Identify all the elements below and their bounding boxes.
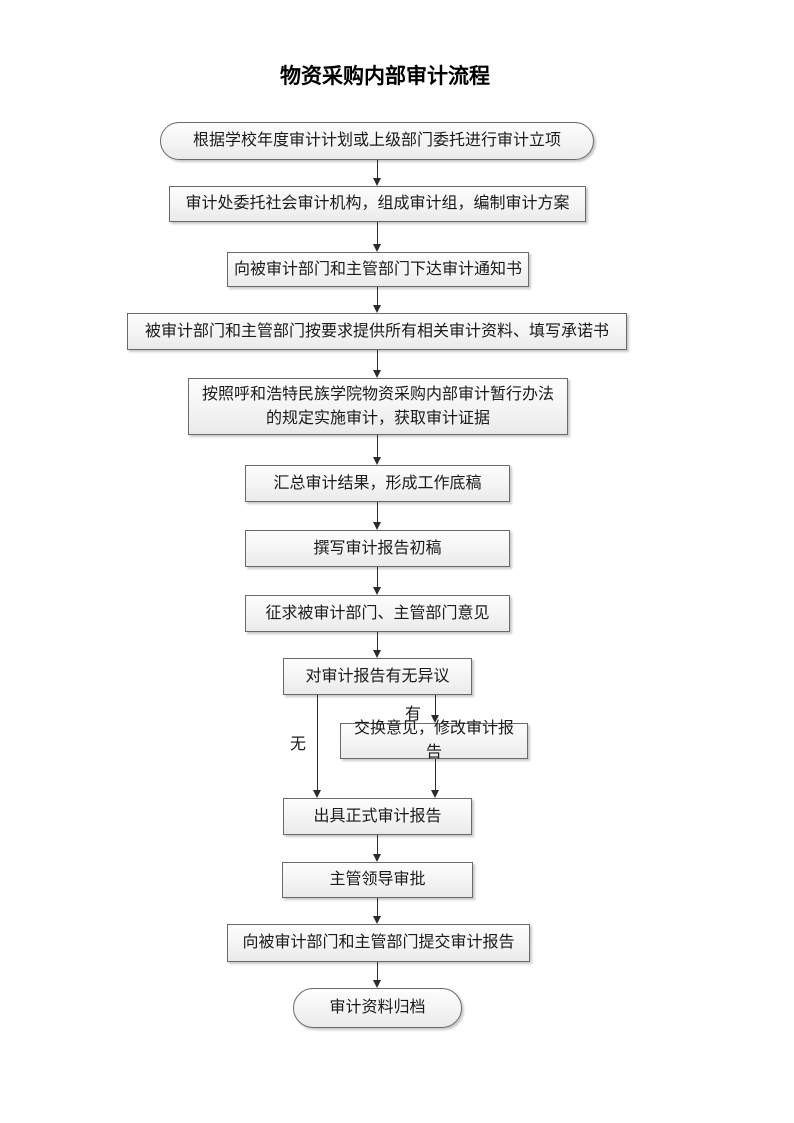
process-implement-audit-node: 按照呼和浩特民族学院物资采购内部审计暂行办法的规定实施审计，获取审计证据 bbox=[188, 378, 568, 435]
process-final-report-node: 出具正式审计报告 bbox=[283, 798, 472, 835]
branch-yes-line-2 bbox=[435, 759, 436, 790]
arrow-down-icon bbox=[431, 715, 439, 723]
process-leader-approval-node: 主管领导审批 bbox=[282, 862, 473, 898]
arrow-down-icon bbox=[373, 854, 381, 862]
process-solicit-opinions-node: 征求被审计部门、主管部门意见 bbox=[245, 595, 510, 632]
arrow-down-icon bbox=[373, 980, 381, 988]
arrow-down-icon bbox=[373, 244, 381, 252]
connector-line bbox=[377, 435, 378, 457]
connector-line bbox=[377, 222, 378, 244]
arrow-down-icon bbox=[373, 916, 381, 924]
decision-objection-node: 对审计报告有无异议 bbox=[283, 658, 472, 695]
process-submit-report-node: 向被审计部门和主管部门提交审计报告 bbox=[227, 924, 530, 962]
arrow-down-icon bbox=[313, 790, 321, 798]
branch-no-line bbox=[317, 695, 318, 790]
connector-line bbox=[377, 632, 378, 650]
arrow-down-icon bbox=[373, 305, 381, 313]
connector-line bbox=[377, 160, 378, 178]
connector-line bbox=[377, 962, 378, 980]
connector-line bbox=[377, 567, 378, 587]
branch-yes-line bbox=[435, 695, 436, 715]
arrow-down-icon bbox=[373, 522, 381, 530]
start-terminator-node: 根据学校年度审计计划或上级部门委托进行审计立项 bbox=[160, 122, 594, 160]
process-draft-report-node: 撰写审计报告初稿 bbox=[245, 530, 510, 567]
connector-line bbox=[377, 287, 378, 305]
connector-line bbox=[377, 502, 378, 522]
arrow-down-icon bbox=[373, 457, 381, 465]
branch-label-no: 无 bbox=[290, 736, 307, 753]
arrow-down-icon bbox=[373, 370, 381, 378]
arrow-down-icon bbox=[373, 178, 381, 186]
page-title: 物资采购内部审计流程 bbox=[280, 65, 490, 88]
process-form-audit-team-node: 审计处委托社会审计机构，组成审计组，编制审计方案 bbox=[169, 186, 586, 222]
arrow-down-icon bbox=[373, 587, 381, 595]
process-exchange-opinions-node: 交换意见，修改审计报告 bbox=[340, 720, 528, 761]
connector-line bbox=[377, 835, 378, 854]
arrow-down-icon bbox=[373, 650, 381, 658]
branch-label-yes: 有 bbox=[405, 706, 422, 723]
process-issue-notice-node: 向被审计部门和主管部门下达审计通知书 bbox=[227, 252, 529, 287]
end-terminator-node: 审计资料归档 bbox=[293, 988, 462, 1028]
process-provide-materials-node: 被审计部门和主管部门按要求提供所有相关审计资料、填写承诺书 bbox=[127, 313, 627, 350]
connector-line bbox=[377, 350, 378, 370]
arrow-down-icon bbox=[431, 790, 439, 798]
connector-line bbox=[377, 898, 378, 916]
process-summarize-results-node: 汇总审计结果，形成工作底稿 bbox=[245, 465, 510, 502]
